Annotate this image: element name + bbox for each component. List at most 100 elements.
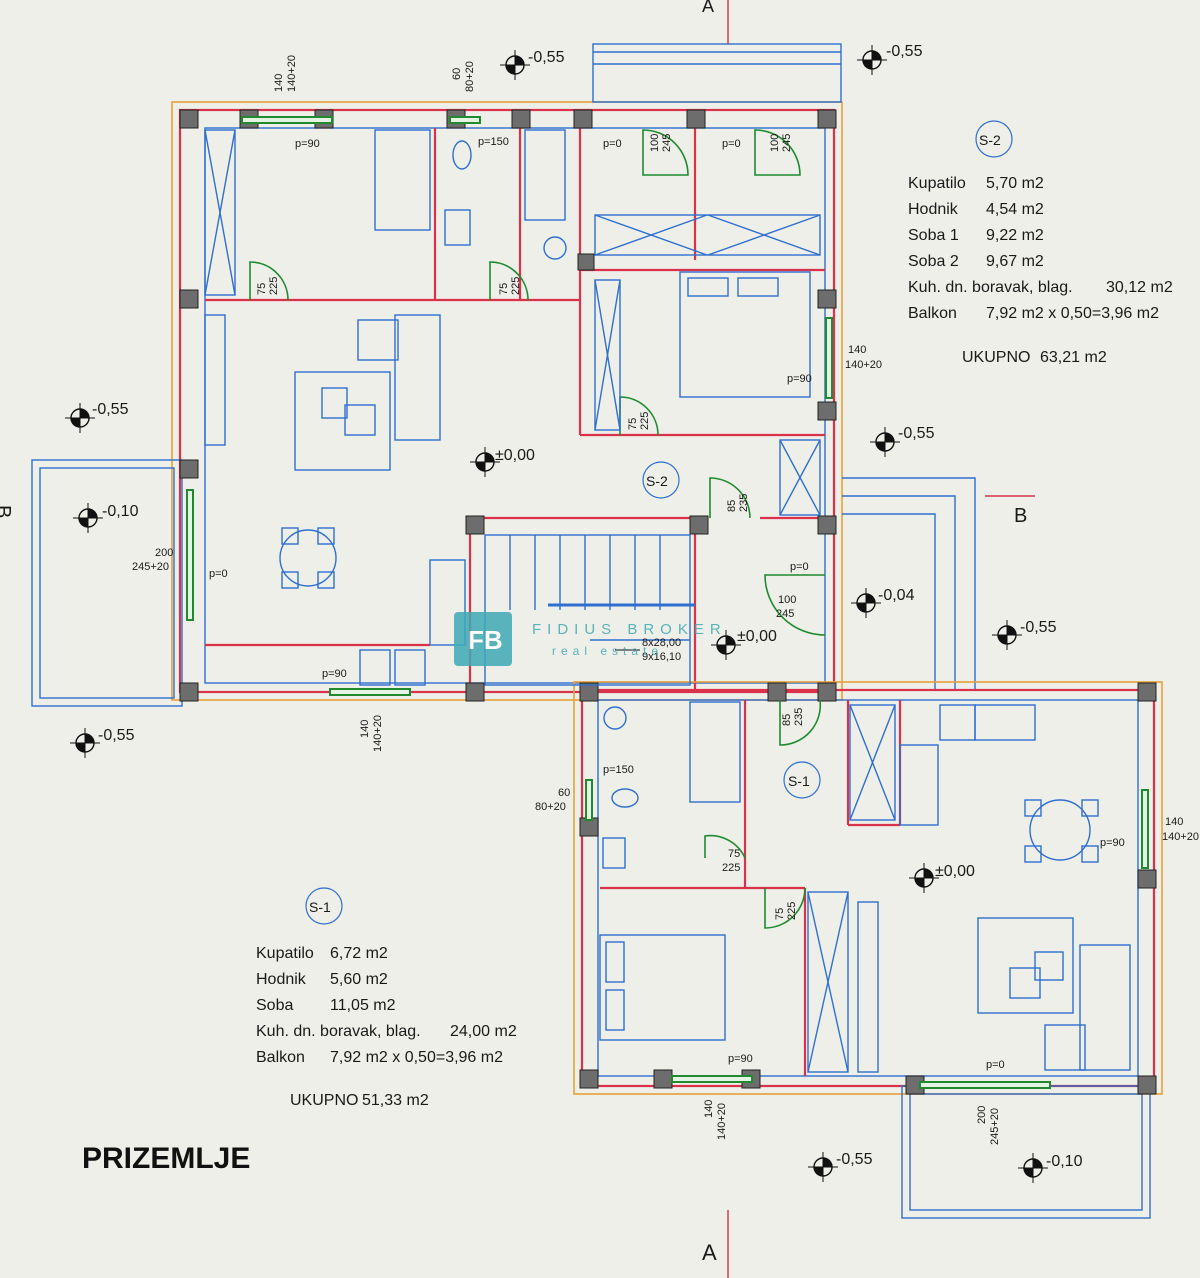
level-markers: -0,55 -0,55 -0,55 -0,10 -0,55 ±0,00 -0,5… [65, 43, 1083, 1183]
svg-text:±0,00: ±0,00 [935, 863, 975, 880]
dim-d-room-left-b: 225 [268, 277, 280, 295]
level-bottom-terrace: -0,10 [1018, 1153, 1083, 1183]
s1-room-name: Kuh. dn. boravak, blag. [256, 1023, 421, 1040]
room-tag-s1: S-1 [788, 773, 810, 789]
svg-text:-0,55: -0,55 [528, 49, 565, 66]
dim-w-s1-bottom-b: 140+20 [716, 1103, 728, 1140]
s2-room-area: 4,54 m2 [986, 201, 1044, 218]
svg-text:-0,55: -0,55 [836, 1151, 873, 1168]
terrace-left [31, 459, 183, 707]
dim-w-bottom-living-b: 140+20 [372, 715, 384, 752]
s2-room-area: 5,70 m2 [986, 175, 1044, 192]
s2-room-name: Balkon [908, 305, 957, 322]
windows [186, 116, 1149, 1089]
level-right-lower: -0,55 [992, 619, 1057, 650]
dim-d-s1-entry-b: 235 [793, 708, 805, 726]
dim-w-s1-bottom-a: 140 [703, 1100, 715, 1118]
s2-room-area: 7,92 m2 x 0,50=3,96 m2 [986, 305, 1159, 322]
dim-d-bath-s2-a: 75 [498, 283, 510, 295]
s2-room-area: 9,67 m2 [986, 253, 1044, 270]
sill-left-living: p=0 [209, 568, 228, 580]
dim-w-s1-bath-b: 80+20 [535, 801, 566, 813]
s1-room-area: 6,72 m2 [330, 945, 388, 962]
s2-room-name: Hodnik [908, 201, 959, 218]
sill-bed-s2: p=90 [787, 373, 812, 385]
sill-top-2: p=0 [722, 138, 741, 150]
sill-entrance: p=0 [790, 561, 809, 573]
dim-d-bed-s2-b: 225 [639, 412, 651, 430]
s2-room-name: Kupatilo [908, 175, 966, 192]
level-bottom-mid: -0,55 [808, 1151, 873, 1182]
dim-d-top-2-b: 245 [781, 134, 793, 152]
unit-s2-walls [171, 101, 843, 701]
section-marker-right: B [1014, 505, 1027, 527]
dim-w-s1-bath-a: 60 [558, 787, 570, 799]
watermark-brand: FIDIUS BROKER [532, 621, 727, 638]
svg-text:-0,55: -0,55 [92, 401, 129, 418]
plan-title: PRIZEMLJE [82, 1142, 250, 1175]
opening-dimensions: 140 140+20 60 80+20 140 140+20 200 245+2… [132, 55, 1199, 1145]
s2-room-name: Soba 1 [908, 227, 959, 244]
area-table-s2: Kupatilo 5,70 m2 Hodnik 4,54 m2 Soba 1 9… [908, 175, 1173, 366]
dim-w-top-left-a: 140 [273, 74, 285, 92]
dim-w-bottom-living-a: 140 [359, 720, 371, 738]
level-stair: ±0,00 [711, 628, 777, 660]
level-top-left: -0,55 [500, 49, 565, 80]
level-left-mid: -0,55 [65, 401, 129, 433]
dim-d-s1-bath-b: 225 [722, 862, 740, 874]
s2-total-value: 63,21 m2 [1040, 349, 1107, 366]
s2-room-area: 30,12 m2 [1106, 279, 1173, 296]
dim-d-bed-s2-a: 75 [627, 418, 639, 430]
svg-text:±0,00: ±0,00 [495, 447, 535, 464]
sill-s1-balcony: p=0 [986, 1059, 1005, 1071]
s2-total-label: UKUPNO [962, 349, 1030, 366]
s1-total-value: 51,33 m2 [362, 1092, 429, 1109]
s1-room-area: 7,92 m2 x 0,50=3,96 m2 [330, 1049, 503, 1066]
stair-risers: 9x16,10 [642, 651, 681, 663]
room-tag-s2: S-2 [646, 473, 668, 489]
dim-w-left-living-a: 200 [155, 547, 173, 559]
dim-d-hall-s2-b: 235 [738, 494, 750, 512]
svg-text:-0,55: -0,55 [886, 43, 923, 60]
level-center-s2: ±0,00 [470, 447, 535, 477]
dim-d-s1-entry-a: 85 [781, 714, 793, 726]
level-center-s1: ±0,00 [909, 863, 975, 893]
sill-top-1: p=0 [603, 138, 622, 150]
svg-text:-0,55: -0,55 [1020, 619, 1057, 636]
dim-w-top-left-b: 140+20 [286, 55, 298, 92]
stair-labels: 8x28,00 9x16,10 [615, 637, 681, 663]
s1-room-area: 5,60 m2 [330, 971, 388, 988]
level-right-mid: -0,55 [870, 425, 935, 457]
sill-bottom-living: p=90 [322, 668, 347, 680]
section-markers: A B B A [0, 0, 1035, 1278]
dim-w-right-bed-b: 140+20 [845, 359, 882, 371]
legend-tag-s1: S-1 [309, 899, 331, 915]
dim-d-room-left-a: 75 [256, 283, 268, 295]
sill-top-left: p=90 [295, 138, 320, 150]
s1-room-name: Soba [256, 997, 293, 1014]
svg-text:FB: FB [468, 625, 503, 655]
level-left-terrace: -0,10 [73, 503, 139, 533]
dim-d-top-1-b: 245 [661, 134, 673, 152]
s2-room-area: 9,22 m2 [986, 227, 1044, 244]
entrance-steps [842, 477, 976, 690]
dim-d-hall-s2-a: 85 [726, 500, 738, 512]
section-marker-bottom: A [702, 1240, 717, 1265]
dim-w-s1-right-b: 140+20 [1162, 831, 1199, 843]
svg-text:±0,00: ±0,00 [737, 628, 777, 645]
dim-w-s1-balcony-b: 245+20 [989, 1108, 1001, 1145]
room-tags: S-2 S-1 S-2 S-1 [305, 120, 1013, 925]
watermark-logo-icon [454, 612, 512, 666]
sill-s1-right: p=90 [1100, 837, 1125, 849]
s1-room-name: Kupatilo [256, 945, 314, 962]
doors [249, 129, 826, 929]
dim-d-top-2-a: 100 [769, 134, 781, 152]
s1-room-name: Balkon [256, 1049, 305, 1066]
svg-text:-0,55: -0,55 [898, 425, 935, 442]
s1-room-name: Hodnik [256, 971, 307, 988]
level-left-bottom: -0,55 [70, 727, 135, 758]
s1-room-area: 11,05 m2 [330, 997, 396, 1014]
s1-total-label: UKUPNO [290, 1092, 358, 1109]
svg-text:-0,10: -0,10 [102, 503, 139, 520]
